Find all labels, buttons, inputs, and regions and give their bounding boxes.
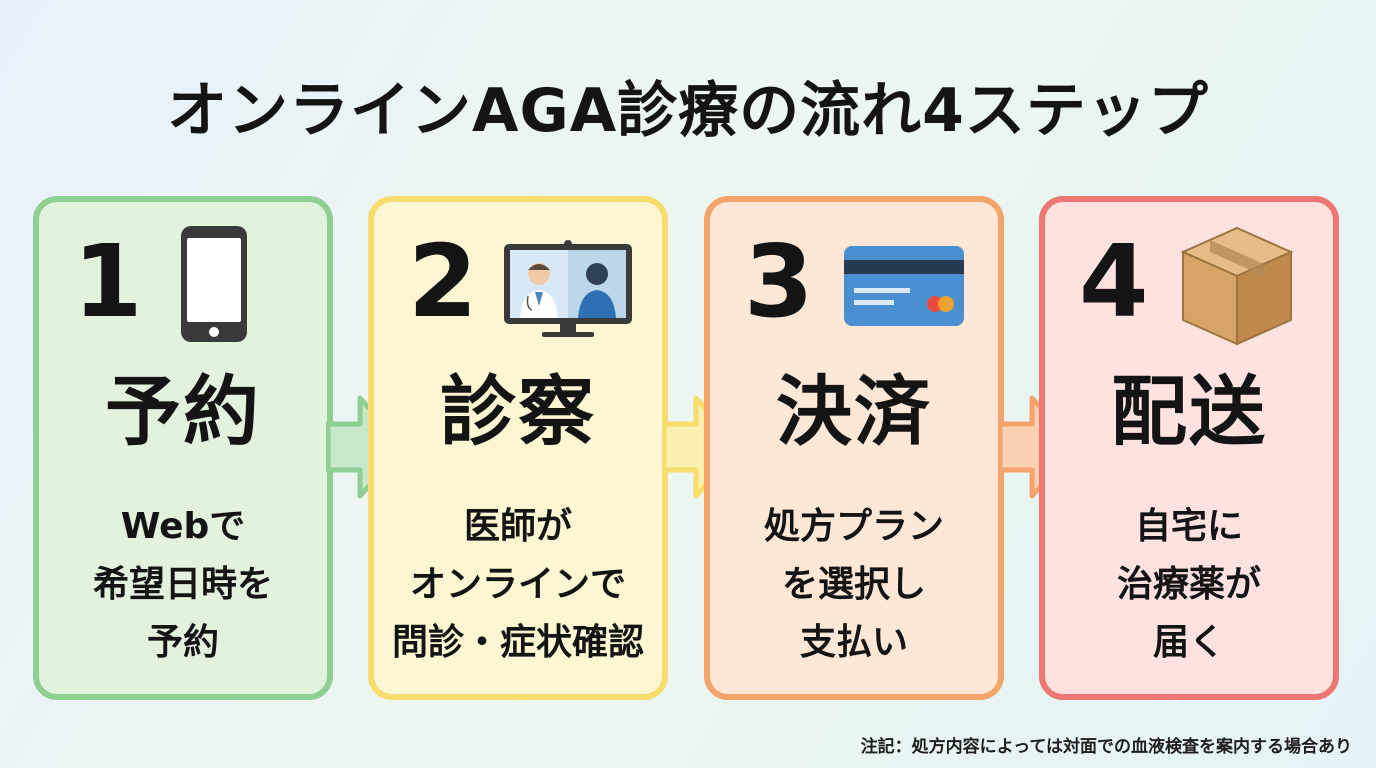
step-description-line: 届く bbox=[1152, 622, 1225, 663]
step-heading: 配送 bbox=[1111, 367, 1267, 456]
step-description-line: Webで bbox=[120, 506, 246, 547]
step-description-line: 処方プラン bbox=[763, 506, 944, 547]
step-heading: 決済 bbox=[776, 367, 932, 456]
step-description-line: オンラインで bbox=[409, 564, 626, 605]
step-card-2: 2 診察 医師が オンラインで 問診・症状確認 bbox=[368, 196, 668, 700]
step-description: 医師が オンラインで 問診・症状確認 bbox=[374, 498, 662, 672]
step-heading: 診察 bbox=[440, 367, 596, 456]
step-description-line: 問診・症状確認 bbox=[391, 622, 644, 663]
step-number: 2 bbox=[408, 223, 478, 340]
step-description: 自宅に 治療薬が 届く bbox=[1045, 498, 1333, 672]
step-card-1: 1 予約 Webで 希望日時を 予約 bbox=[33, 196, 333, 700]
step-number: 4 bbox=[1079, 223, 1149, 340]
page-title: オンラインAGA診療の流れ4ステップ bbox=[167, 76, 1209, 146]
step-description-line: 希望日時を bbox=[92, 564, 273, 605]
smartphone-icon bbox=[179, 224, 249, 348]
package-box-icon bbox=[1177, 224, 1297, 352]
step-description-line: 支払い bbox=[799, 622, 908, 663]
step-number: 3 bbox=[744, 223, 814, 340]
step-description-line: 治療薬が bbox=[1116, 564, 1261, 605]
step-heading: 予約 bbox=[105, 367, 261, 456]
step-card-3: 3 決済 処方プラン を選択し 支払い bbox=[704, 196, 1004, 700]
step-description-line: 自宅に bbox=[1134, 506, 1243, 547]
step-description-line: を選択し bbox=[781, 564, 926, 605]
step-description-line: 医師が bbox=[463, 506, 572, 547]
video-call-icon bbox=[502, 240, 634, 344]
step-description-line: 予約 bbox=[146, 622, 219, 663]
step-card-4: 4 配送 自宅に 治療薬が 届く bbox=[1039, 196, 1339, 700]
step-description: 処方プラン を選択し 支払い bbox=[710, 498, 998, 672]
step-description: Webで 希望日時を 予約 bbox=[39, 498, 327, 672]
step-number: 1 bbox=[73, 223, 143, 340]
footnote: 注記：処方内容によっては対面での血液検査を案内する場合あり bbox=[860, 737, 1352, 757]
credit-card-icon bbox=[842, 244, 966, 332]
